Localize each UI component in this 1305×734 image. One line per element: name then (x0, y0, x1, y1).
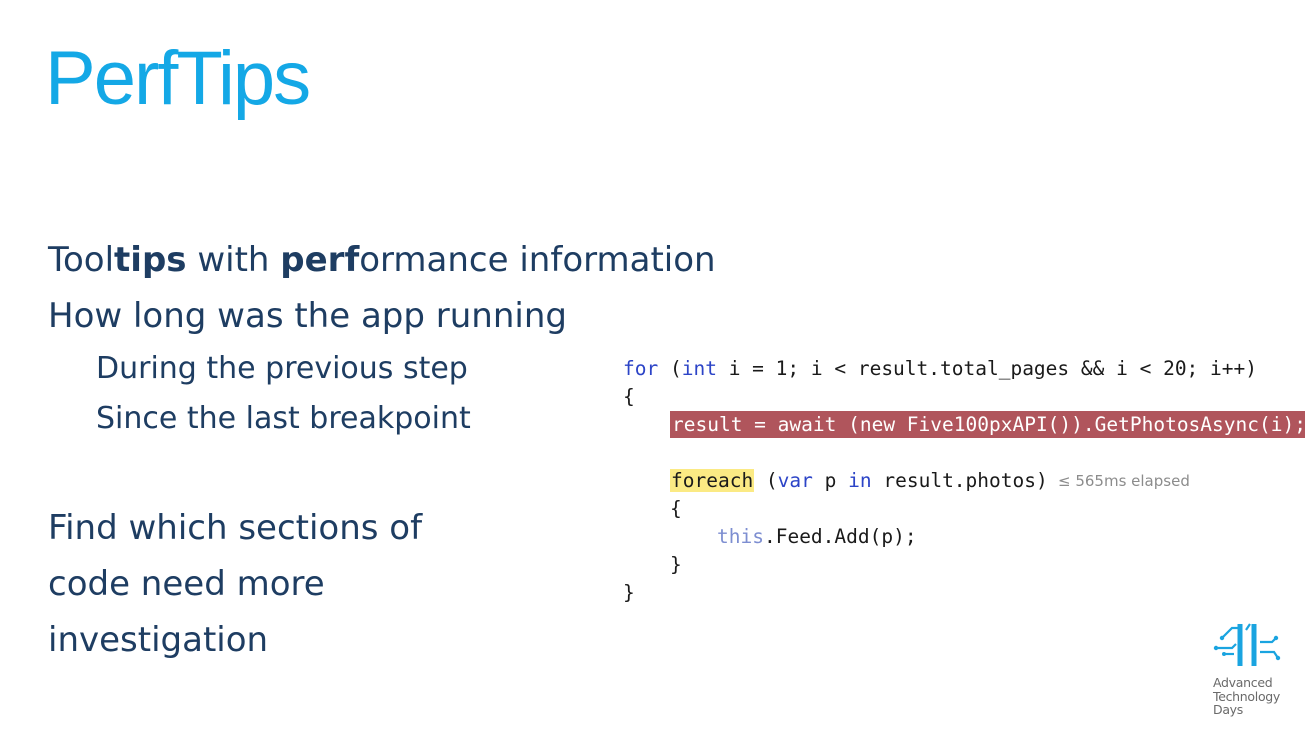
code-line-current-statement: result = await (new Five100pxAPI()).GetP… (670, 411, 1305, 439)
code-line-inner-close-brace: } (670, 553, 682, 576)
bullet-how-long: How long was the app running (48, 296, 567, 336)
bullet-find-sections-1: Find which sections of (48, 508, 423, 548)
atd-logo-text: Advanced Technology Days (1213, 675, 1281, 717)
code-line-foreach: foreach (var p in result.photos) (670, 469, 1048, 492)
current-statement-highlight: result = await (new Five100pxAPI()).GetP… (670, 411, 1305, 438)
code-line-feed-add: this.Feed.Add(p); (717, 525, 917, 548)
next-statement-highlight: foreach (670, 469, 755, 492)
code-line-for: for (int i = 1; i < result.total_pages &… (623, 357, 1257, 380)
code-line-open-brace: { (623, 385, 635, 408)
sub-bullet-last-breakpoint: Since the last breakpoint (96, 401, 471, 436)
bullet-find-sections-3: investigation (48, 620, 269, 660)
bullet-find-sections-2: code need more (48, 564, 325, 604)
sub-bullet-previous-step: During the previous step (96, 351, 468, 386)
code-line-close-brace: } (623, 581, 635, 604)
slide-title: PerfTips (45, 36, 311, 121)
atd-logo-icon (1213, 623, 1281, 666)
bullet-tooltips: Tooltips with performance information (48, 240, 716, 280)
perftip-elapsed[interactable]: ≤ 565ms elapsed (1058, 472, 1190, 490)
code-line-inner-open-brace: { (670, 497, 682, 520)
